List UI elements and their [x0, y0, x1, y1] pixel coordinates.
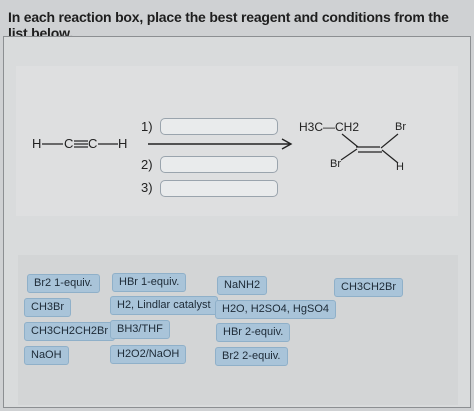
reagent-hbr-1-equiv[interactable]: HBr 1-equiv.: [112, 273, 187, 292]
reaction-arrow: [148, 138, 293, 150]
reactant-c-right: C: [88, 136, 98, 151]
step-3-drop-box[interactable]: [160, 180, 278, 197]
reagent-br2-2-equiv[interactable]: Br2 2-equiv.: [215, 347, 288, 366]
reagent-ch3ch2ch2br[interactable]: CH3CH2CH2Br: [24, 322, 116, 341]
reagent-naoh[interactable]: NaOH: [24, 346, 69, 365]
bond-to-br-top: [380, 133, 399, 149]
reagent-ch3ch2br[interactable]: CH3CH2Br: [334, 278, 404, 297]
reagent-ch3br[interactable]: CH3Br: [24, 298, 72, 317]
product-h: H: [396, 161, 404, 173]
product-br-top: Br: [395, 121, 406, 133]
reagent-h2o2-naoh[interactable]: H2O2/NaOH: [110, 345, 187, 364]
bond-ch2-to-alkene: [341, 133, 359, 148]
reagent-nanh2[interactable]: NaNH2: [217, 276, 268, 295]
step-2-drop-box[interactable]: [160, 156, 278, 173]
step-1-label: 1): [141, 119, 153, 134]
bond-to-h: [381, 149, 399, 164]
step-3-label: 3): [141, 180, 153, 195]
reagent-h2o-h2so4-hgso4[interactable]: H2O, H2SO4, HgSO4: [215, 300, 336, 319]
reagent-h2-lindlar[interactable]: H2, Lindlar catalyst: [110, 296, 218, 315]
product-br-left: Br: [330, 158, 341, 170]
reagent-hbr-2-equiv[interactable]: HBr 2-equiv.: [216, 323, 291, 342]
reagent-br2-1-equiv[interactable]: Br2 1-equiv.: [27, 274, 100, 293]
reactant-c-left: C: [64, 136, 74, 151]
step-1-drop-box[interactable]: [160, 118, 278, 135]
reactant-h-left: H: [32, 136, 42, 151]
product-ethyl-label: H3C—CH2: [299, 120, 360, 134]
reagent-bh3-thf[interactable]: BH3/THF: [110, 320, 170, 339]
bond-to-br-left: [340, 148, 358, 161]
reactant-bonds: [42, 140, 118, 148]
step-2-label: 2): [141, 157, 153, 172]
reactant-h-right: H: [118, 136, 128, 151]
